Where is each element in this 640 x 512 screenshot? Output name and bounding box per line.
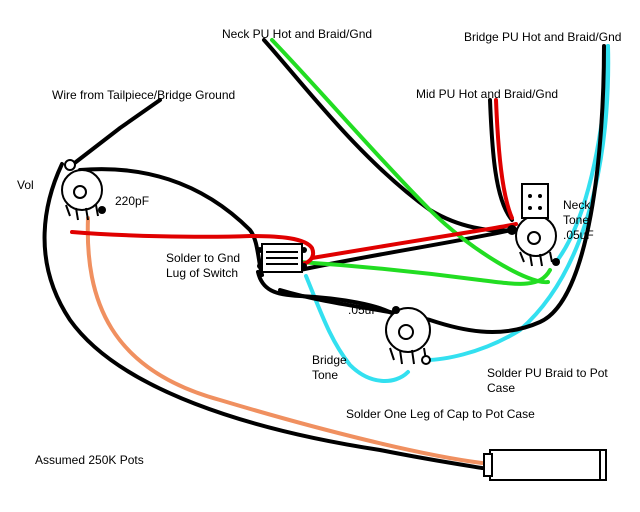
cyan-wire-neck-tone [554, 44, 610, 264]
cyan-wire-switch-bridge-tone [304, 274, 410, 384]
label-bridge-pickup: Bridge PU Hot and Braid/Gnd [464, 30, 622, 44]
label-tailpiece-ground: Wire from Tailpiece/Bridge Ground [52, 88, 236, 102]
orange-wire [85, 216, 484, 465]
label-neck-pickup: Neck PU Hot and Braid/Gnd [222, 27, 373, 41]
bridge-tone-pot [385, 306, 431, 365]
black-wire-volume-to-jack [42, 162, 484, 470]
black-wire-switch-bottom [256, 270, 397, 317]
label-mid-pickup: Mid PU Hot and Braid/Gnd [416, 87, 559, 101]
black-wire-mid-pickup [488, 98, 514, 222]
neck-tone-capacitor [521, 183, 549, 219]
black-wire-volume-to-switch [78, 167, 264, 277]
red-wire-switch-to-neck-tone [310, 222, 518, 260]
volume-pot [61, 159, 106, 221]
cyan-wire-bridge-pickup [424, 44, 611, 362]
label-bridge-tone: Bridge Tone [312, 353, 347, 382]
label-220pf: 220pF [115, 194, 150, 208]
label-solder-pu-braid: Solder PU Braid to Pot Case [487, 366, 608, 395]
label-assumed-pots: Assumed 250K Pots [35, 453, 144, 467]
neck-tone-pot [507, 215, 560, 267]
pickup-selector-switch [257, 243, 307, 273]
label-05uf-bridge: .05uF [348, 303, 379, 317]
label-neck-tone: Neck Tone .05uF [563, 198, 594, 242]
output-jack [483, 449, 607, 481]
label-solder-cap-leg: Solder One Leg of Cap to Pot Case [346, 407, 535, 421]
red-wire-mid-pickup [494, 98, 514, 220]
label-volume: Vol [17, 178, 34, 192]
black-wire-bridge-pickup [278, 44, 606, 334]
label-solder-gnd-switch: Solder to Gnd Lug of Switch [166, 251, 241, 280]
green-wire-neck-pickup [270, 38, 550, 285]
black-wire-tailpiece [70, 98, 162, 167]
green-wire-switch [298, 260, 552, 286]
